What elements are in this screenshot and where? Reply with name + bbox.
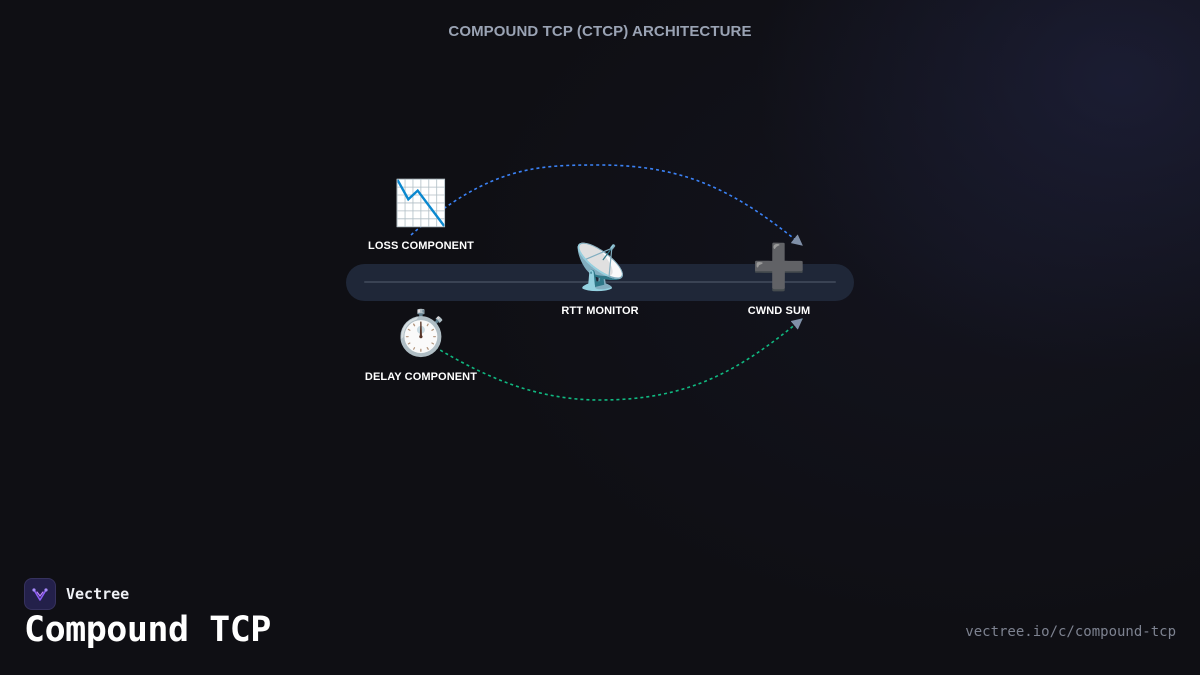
page-title: Compound TCP xyxy=(24,610,271,650)
rtt-monitor-label: RTT MONITOR xyxy=(561,305,639,317)
loss-to-cwnd-arrow xyxy=(410,164,803,246)
delay-to-cwnd-arrow xyxy=(434,318,803,401)
delay-component-label: DELAY COMPONENT xyxy=(364,371,478,383)
brand-name: Vectree xyxy=(66,585,130,603)
satellite-antenna-icon: 📡 xyxy=(572,242,628,293)
stopwatch-icon: ⏱️ xyxy=(393,308,449,359)
loss-component-label: LOSS COMPONENT xyxy=(368,240,474,252)
pipeline-track-line xyxy=(364,281,836,283)
diagram-title: COMPOUND TCP (CTCP) ARCHITECTURE xyxy=(448,23,752,40)
cwnd-sum-label: CWND SUM xyxy=(747,305,811,317)
plus-icon: ➕ xyxy=(751,242,807,293)
course-url-link[interactable]: vectree.io/c/compound-tcp xyxy=(965,624,1176,640)
chart-decreasing-icon: 📉 xyxy=(393,178,449,229)
vectree-logo-icon xyxy=(24,578,56,610)
pipeline-track xyxy=(346,264,854,301)
brand[interactable]: Vectree xyxy=(24,577,129,611)
